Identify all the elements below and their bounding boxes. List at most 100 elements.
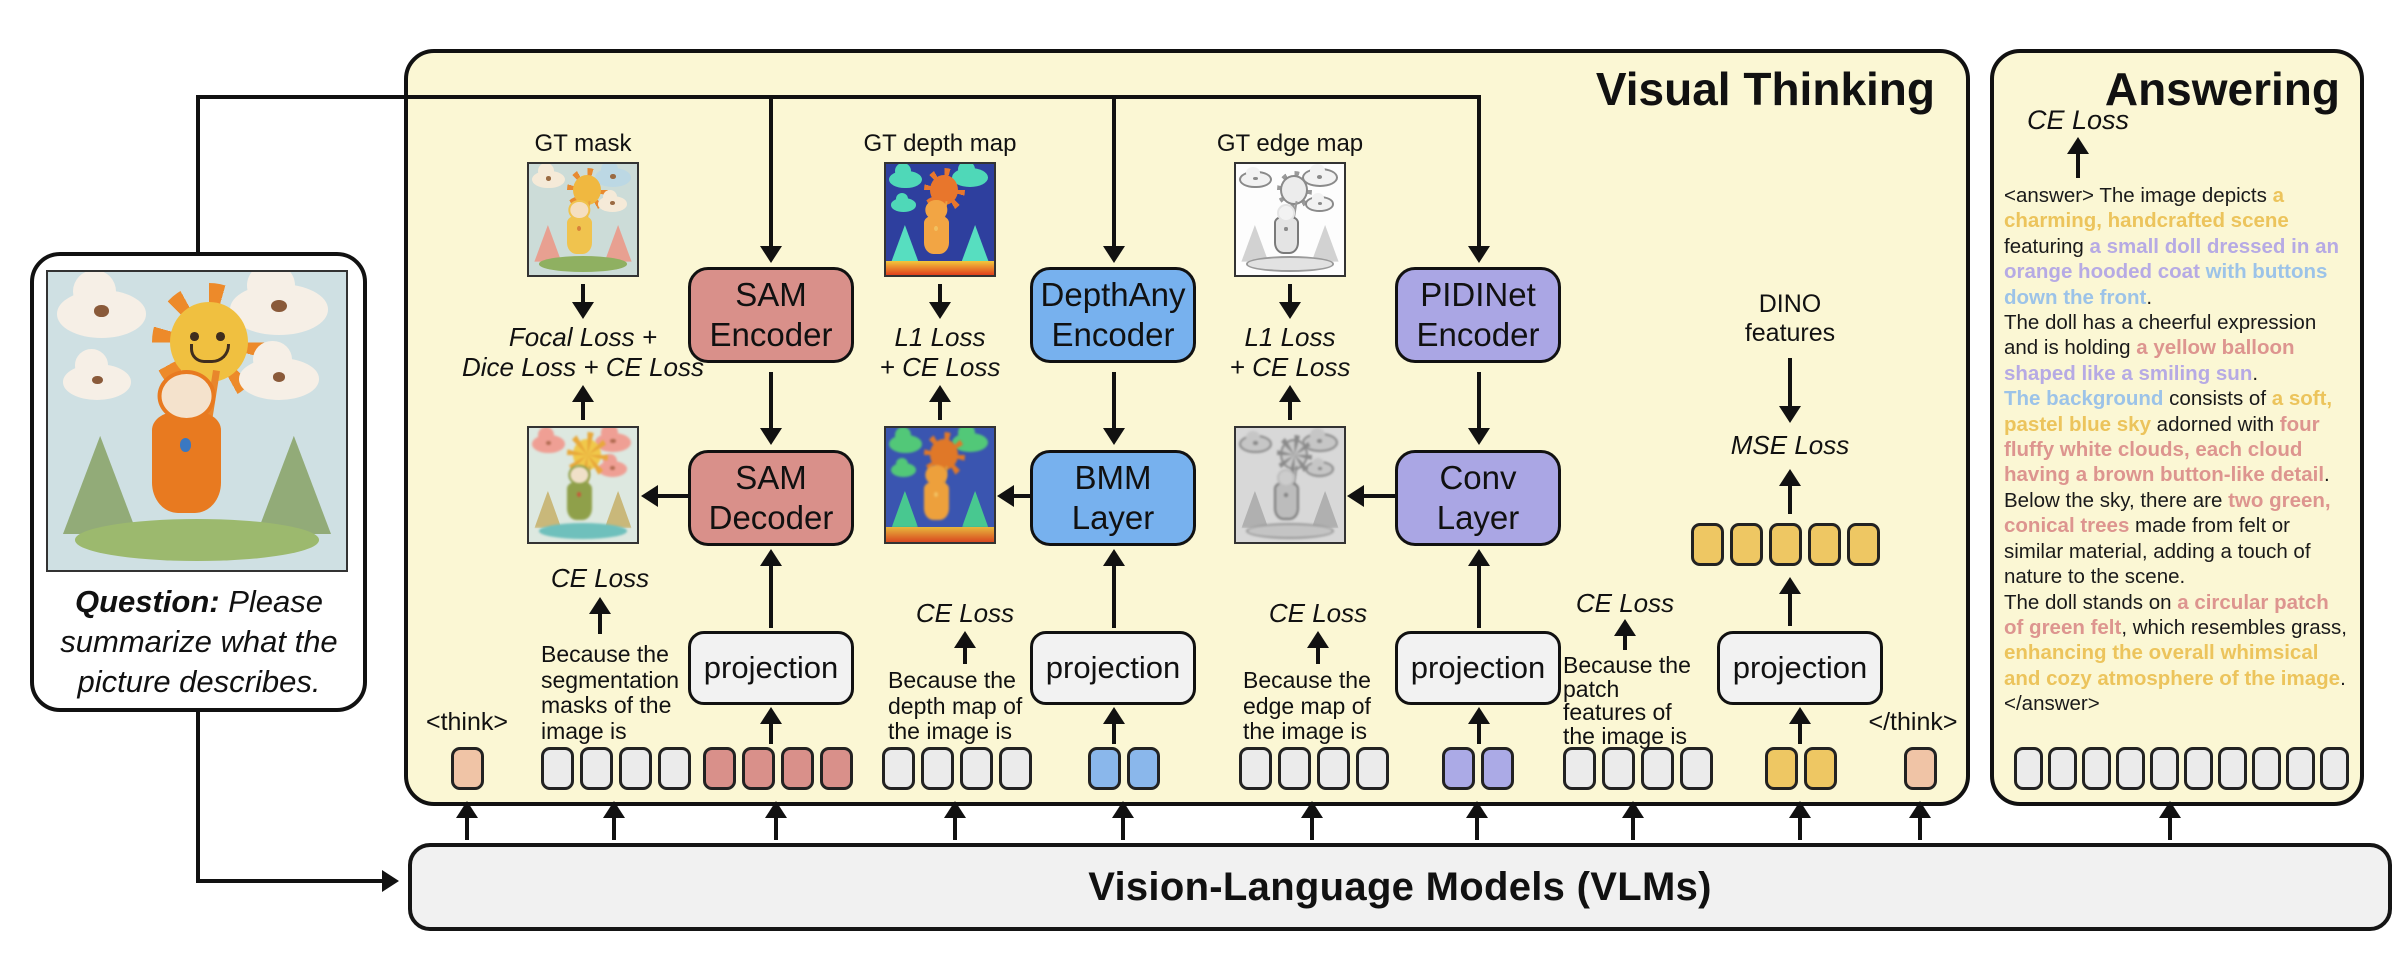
ce-loss-label-seg: CE Loss xyxy=(550,563,650,593)
seg-text-tokens xyxy=(541,747,691,790)
question-label: Question: xyxy=(74,584,220,619)
arrow-depth-encoder-to-bmm xyxy=(1103,372,1125,445)
answer-highlight-segment: shaped like a smiling sun xyxy=(2004,361,2253,385)
answer-ce-loss-label: CE Loss xyxy=(2026,105,2130,135)
arrow-vlm-up-answer xyxy=(2159,801,2181,840)
edge-text-token xyxy=(1317,747,1350,790)
edge-text-token xyxy=(1239,747,1272,790)
patch-prompt-text: Because the patch features of the image … xyxy=(1563,652,1691,749)
ce-loss-label-patch: CE Loss xyxy=(1575,588,1675,618)
edge-text-token xyxy=(1356,747,1389,790)
dino-feat-token xyxy=(1691,523,1724,566)
answer-line: <answer> The image depicts a charming, h… xyxy=(2004,183,2348,310)
arrow-vlm-up-7 xyxy=(1466,801,1488,840)
arrow-answer-to-celoss xyxy=(2067,137,2089,178)
arrow-vlm-up-6 xyxy=(1301,801,1323,840)
sun-face xyxy=(190,332,229,363)
gt-mask-label: GT mask xyxy=(534,130,632,157)
answer-segment: consists of xyxy=(2163,387,2272,411)
arrow-topline-to-sam-encoder xyxy=(760,97,782,263)
answer-token xyxy=(2048,747,2077,790)
answer-highlight-segment: a yellow balloon xyxy=(2136,336,2295,360)
answer-line: The background consists of a soft, paste… xyxy=(2004,386,2348,488)
dino-feat-token xyxy=(1730,523,1763,566)
arrow-dino-to-mse xyxy=(1779,358,1801,423)
answer-segment: , which resembles grass, xyxy=(2121,615,2347,639)
connector-question-to-vlm-vertical xyxy=(196,710,200,883)
answer-token xyxy=(2320,747,2349,790)
cloud-shape xyxy=(62,349,132,401)
answer-highlight-segment: a soft, pastel blue sky xyxy=(2004,387,2333,436)
arrow-vlm-up-4 xyxy=(944,801,966,840)
answer-line: Below the sky, there are two green, coni… xyxy=(2004,488,2348,590)
answer-segment: made from felt or similar material, addi… xyxy=(2004,514,2311,589)
arrow-vlm-up-9 xyxy=(1789,801,1811,840)
ce-loss-label-depth: CE Loss xyxy=(915,598,1015,628)
cloud-shape xyxy=(229,272,329,335)
arrow-vlm-up-8 xyxy=(1622,801,1644,840)
edge-feat-token xyxy=(1442,747,1475,790)
answer-token xyxy=(2252,747,2281,790)
gt-mask-image xyxy=(527,162,639,277)
arrow-projection-to-dinotokens xyxy=(1779,577,1801,626)
cloud-shape xyxy=(238,341,320,401)
answer-highlight-segment: a circular patch of green felt xyxy=(2004,590,2329,639)
arrow-projection-to-sam-decoder xyxy=(760,549,782,628)
seg-loss-text: Focal Loss + Dice Loss + CE Loss xyxy=(461,322,705,382)
arrow-projection-to-conv xyxy=(1468,549,1490,628)
patch-text-tokens xyxy=(1563,747,1713,790)
seg-feat-token xyxy=(742,747,775,790)
answer-segment: . xyxy=(2324,463,2330,487)
tree-shape xyxy=(256,435,332,535)
arrow-sam-encoder-to-decoder xyxy=(760,372,782,445)
seg-prompt-text: Because the segmentation masks of the im… xyxy=(541,641,680,744)
answer-segment: The doll stands on xyxy=(2004,590,2178,614)
vlm-bar: Vision-Language Models (VLMs) xyxy=(408,843,2392,931)
answering-title: Answering xyxy=(2104,63,2340,115)
visual-thinking-title: Visual Thinking xyxy=(1595,63,1935,115)
answer-line: The doll has a cheerful expression and i… xyxy=(2004,310,2348,386)
arrow-tokens-to-projection-seg xyxy=(760,707,782,744)
patch-feat-token xyxy=(1804,747,1837,790)
seg-text-token xyxy=(541,747,574,790)
projection-box-edge: projection xyxy=(1395,631,1561,705)
arrow-prededge-to-loss xyxy=(1279,385,1301,420)
dino-feat-token xyxy=(1808,523,1841,566)
patch-feature-tokens xyxy=(1765,747,1837,790)
edge-feature-tokens xyxy=(1442,747,1514,790)
arrow-vlm-up-3 xyxy=(765,801,787,840)
depth-text-token xyxy=(960,747,993,790)
predicted-edge-image xyxy=(1234,426,1346,544)
seg-text-token xyxy=(619,747,652,790)
answer-text: <answer> The image depicts a charming, h… xyxy=(2004,183,2348,717)
answer-token xyxy=(2116,747,2145,790)
patch-feat-token xyxy=(1765,747,1798,790)
seg-feat-token xyxy=(820,747,853,790)
patch-text-token xyxy=(1641,747,1674,790)
gt-depth-label: GT depth map xyxy=(863,130,1017,157)
question-body: Please summarize what the picture descri… xyxy=(60,584,338,699)
arrow-topline-to-depth-encoder xyxy=(1103,97,1125,263)
arrow-sam-decoder-to-predmask xyxy=(641,485,688,507)
tree-shape xyxy=(62,435,138,535)
arrow-edgetext-to-celoss xyxy=(1307,631,1329,664)
depth-loss-text: L1 Loss + CE Loss xyxy=(879,322,1001,382)
depth-text-token xyxy=(882,747,915,790)
answer-segment: . xyxy=(2340,666,2346,690)
predicted-depth-image xyxy=(884,426,996,544)
arrow-tokens-to-projection-edge xyxy=(1468,707,1490,744)
answering-panel xyxy=(1990,49,2364,806)
projection-box-depth: projection xyxy=(1030,631,1196,705)
arrow-segtext-to-celoss xyxy=(589,597,611,634)
doll-shape xyxy=(152,412,221,514)
answer-highlight-segment: a charming, handcrafted scene xyxy=(2004,184,2289,233)
arrow-patchtext-to-celoss xyxy=(1614,619,1636,650)
topline-horizontal xyxy=(196,95,1481,99)
depth-feat-token xyxy=(1127,747,1160,790)
edge-prompt-text: Because the edge map of the image is xyxy=(1243,667,1371,744)
